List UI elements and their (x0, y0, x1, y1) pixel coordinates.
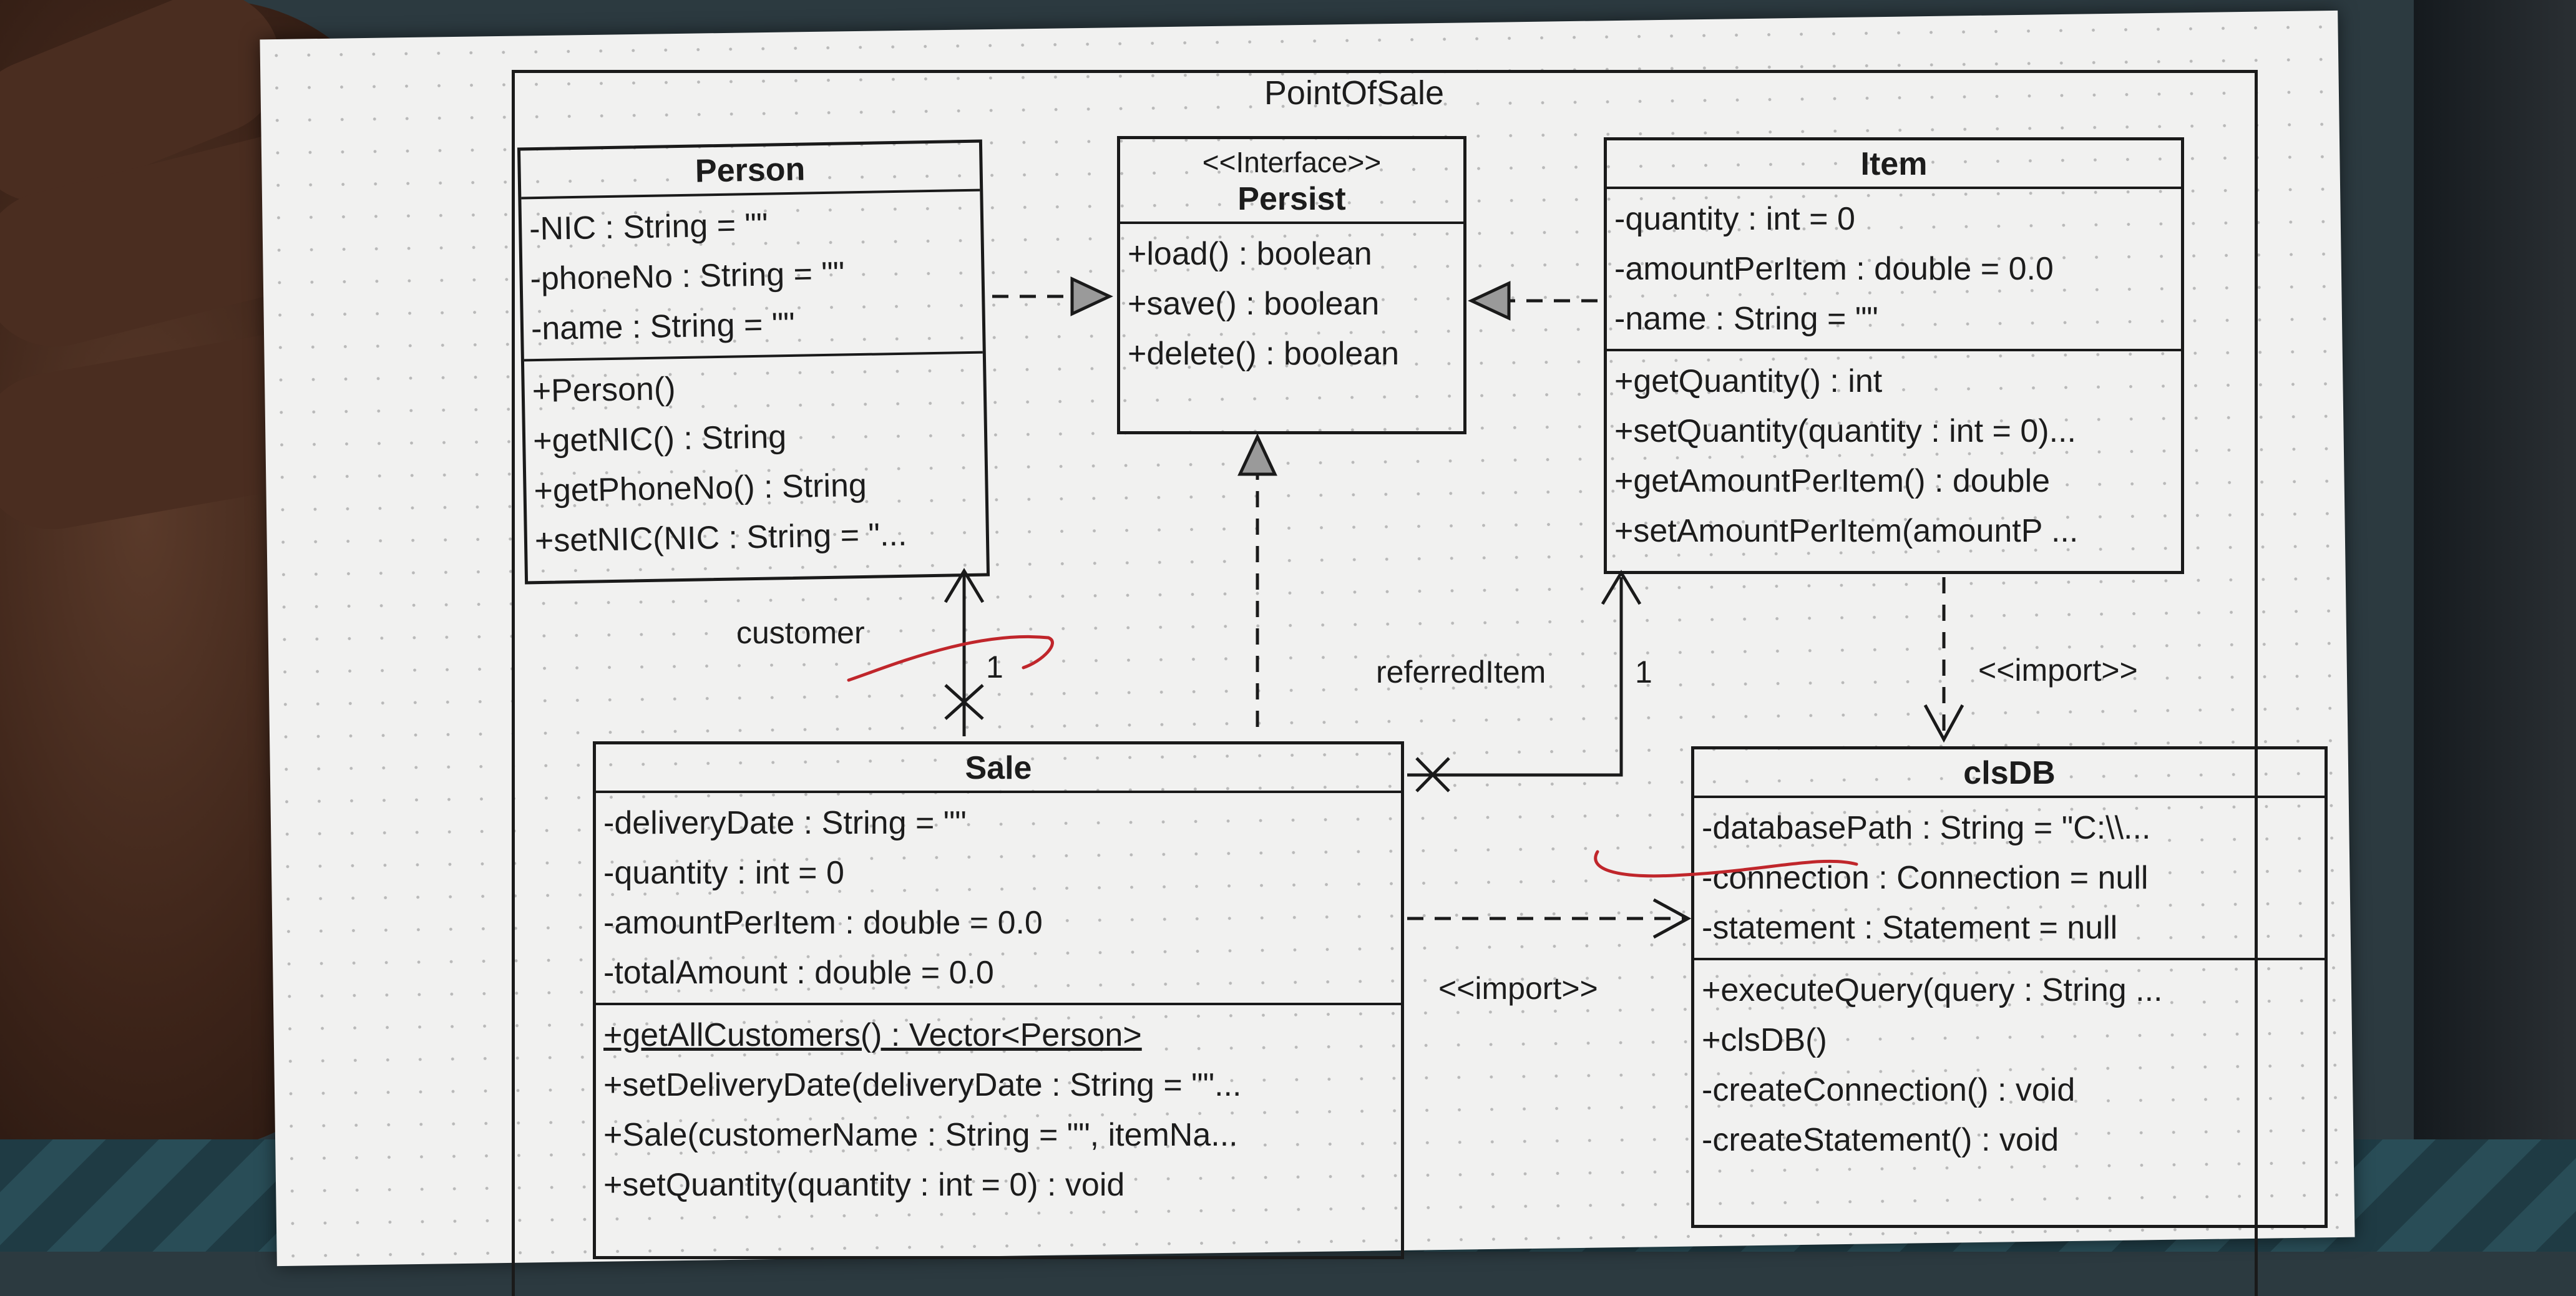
multiplicity-customer: 1 (986, 650, 1003, 685)
multiplicity-referreditem: 1 (1635, 655, 1652, 689)
attribute: -deliveryDate : String = "" (603, 805, 967, 841)
class-item: Item -quantity : int = 0 -amountPerItem … (1604, 137, 2184, 574)
navigability-cross (1415, 757, 1450, 792)
realization-arrowhead (1468, 281, 1511, 321)
operation-static: +getAllCustomers() : Vector<Person> (603, 1017, 1142, 1053)
association-arrowhead (944, 568, 985, 603)
red-pen-mark (847, 635, 1054, 682)
attribute: -totalAmount : double = 0.0 (603, 955, 994, 991)
dependency-arrowhead (1652, 898, 1692, 939)
operations-section: +getAllCustomers() : Vector<Person> +set… (596, 1005, 1401, 1215)
attribute: -name : String = "" (1614, 301, 1878, 337)
red-pen-mark (1594, 850, 1858, 878)
operation: +setAmountPerItem(amountP ... (1614, 513, 2079, 549)
dark-background (2414, 0, 2576, 1252)
operation: +getAmountPerItem() : double (1614, 463, 2051, 499)
operation: +executeQuery(query : String ... (1702, 972, 2163, 1008)
operation: +clsDB() (1702, 1022, 1827, 1058)
operations-section: +executeQuery(query : String ... +clsDB(… (1694, 960, 2325, 1170)
role-label-customer: customer (736, 615, 865, 650)
operation: +setQuantity(quantity : int = 0)... (1614, 413, 2076, 449)
operation: +getQuantity() : int (1614, 363, 1883, 399)
class-name: Persist (1120, 179, 1463, 224)
dependency-arrowhead (1923, 704, 1964, 743)
operation: +load() : boolean (1128, 236, 1372, 272)
role-label-referreditem: referredItem (1376, 655, 1546, 689)
stereotype-import-item: <<import>> (1978, 653, 2138, 688)
operations-section: +load() : boolean +save() : boolean +del… (1120, 224, 1463, 384)
class-name: Item (1607, 140, 2181, 189)
operation: -createStatement() : void (1702, 1122, 2059, 1158)
attribute: -quantity : int = 0 (1614, 201, 1855, 237)
class-name: clsDB (1694, 749, 2325, 798)
navigability-cross (944, 684, 984, 720)
operations-section: +getQuantity() : int +setQuantity(quanti… (1607, 351, 2181, 561)
attributes-section: -databasePath : String = "C:\\... -conne… (1694, 798, 2325, 960)
operation: +delete() : boolean (1128, 336, 1400, 372)
attributes-section: -quantity : int = 0 -amountPerItem : dou… (1607, 189, 2181, 351)
operation: +setDeliveryDate(deliveryDate : String =… (603, 1067, 1242, 1103)
class-sale: Sale -deliveryDate : String = "" -quanti… (593, 741, 1404, 1259)
stereotype-import-sale: <<import>> (1438, 971, 1598, 1006)
class-name: Sale (596, 744, 1401, 793)
operation: +setQuantity(quantity : int = 0) : void (603, 1167, 1125, 1203)
operation: -createConnection() : void (1702, 1072, 2076, 1108)
class-persist: <<Interface>> Persist +load() : boolean … (1117, 136, 1466, 434)
attribute: -amountPerItem : double = 0.0 (603, 905, 1043, 941)
attribute: -amountPerItem : double = 0.0 (1614, 251, 2054, 287)
operation: +Sale(customerName : String = "", itemNa… (603, 1117, 1238, 1153)
package-frame (512, 70, 2258, 1296)
association-referreditem (1407, 577, 1623, 777)
association-arrowhead (1601, 570, 1642, 605)
realization-arrowhead (1237, 433, 1277, 476)
class-clsdb: clsDB -databasePath : String = "C:\\... … (1691, 746, 2328, 1228)
attribute: -statement : Statement = null (1702, 910, 2118, 946)
attribute: -databasePath : String = "C:\\... (1702, 810, 2151, 846)
attributes-section: -deliveryDate : String = "" -quantity : … (596, 793, 1401, 1005)
operation: +save() : boolean (1128, 286, 1380, 322)
connectors (847, 276, 1964, 939)
diagram-title: PointOfSale (1264, 74, 1445, 112)
stereotype: <<Interface>> (1202, 146, 1382, 178)
realization-arrowhead (1070, 276, 1113, 316)
attribute: -quantity : int = 0 (603, 855, 844, 891)
